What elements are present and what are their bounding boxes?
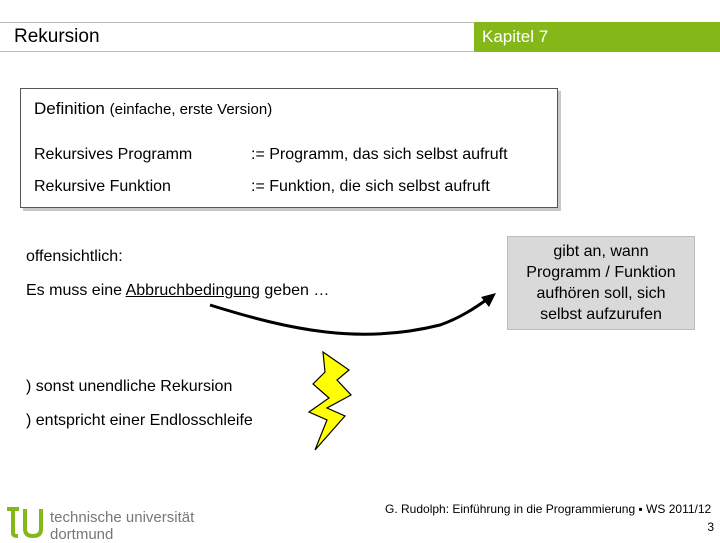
termination-keyword: Abbruchbedingung — [125, 282, 260, 299]
termination-text-after: geben … — [259, 282, 330, 299]
lightning-bolt-icon — [307, 350, 352, 451]
tu-logo-icon — [7, 507, 43, 538]
course-info: G. Rudolph: Einführung in die Programmie… — [385, 502, 712, 516]
page-number: 3 — [707, 520, 714, 534]
university-city: dortmund — [50, 526, 114, 543]
definition-box — [20, 88, 558, 208]
header-bar — [0, 22, 475, 52]
chapter-banner — [474, 22, 720, 52]
definition-heading: Definition (einfache, erste Version) — [34, 99, 272, 119]
termination-text-before: Es muss eine — [26, 282, 126, 299]
university-name: technische universität — [50, 509, 195, 526]
definition-desc: := Programm, das sich selbst aufruft — [251, 146, 508, 163]
callout-box: gibt an, wann Programm / Funktion aufhör… — [507, 236, 695, 330]
definition-term: Rekursives Programm — [34, 146, 193, 163]
callout-text: gibt an, wann Programm / Funktion aufhör… — [526, 243, 676, 323]
definition-term: Rekursive Funktion — [34, 178, 171, 195]
chapter-label: Kapitel 7 — [482, 27, 549, 46]
definition-title: Definition — [34, 99, 105, 118]
obvious-label: offensichtlich: — [26, 248, 123, 265]
definition-desc: := Funktion, die sich selbst aufruft — [251, 178, 490, 195]
termination-statement: Es muss eine Abbruchbedingung geben … — [26, 282, 329, 300]
note-line: ) entspricht einer Endlosschleife — [26, 412, 253, 429]
note-line: ) sonst unendliche Rekursion — [26, 378, 233, 395]
definition-subtitle: (einfache, erste Version) — [109, 101, 273, 118]
slide-title: Rekursion — [14, 26, 100, 47]
